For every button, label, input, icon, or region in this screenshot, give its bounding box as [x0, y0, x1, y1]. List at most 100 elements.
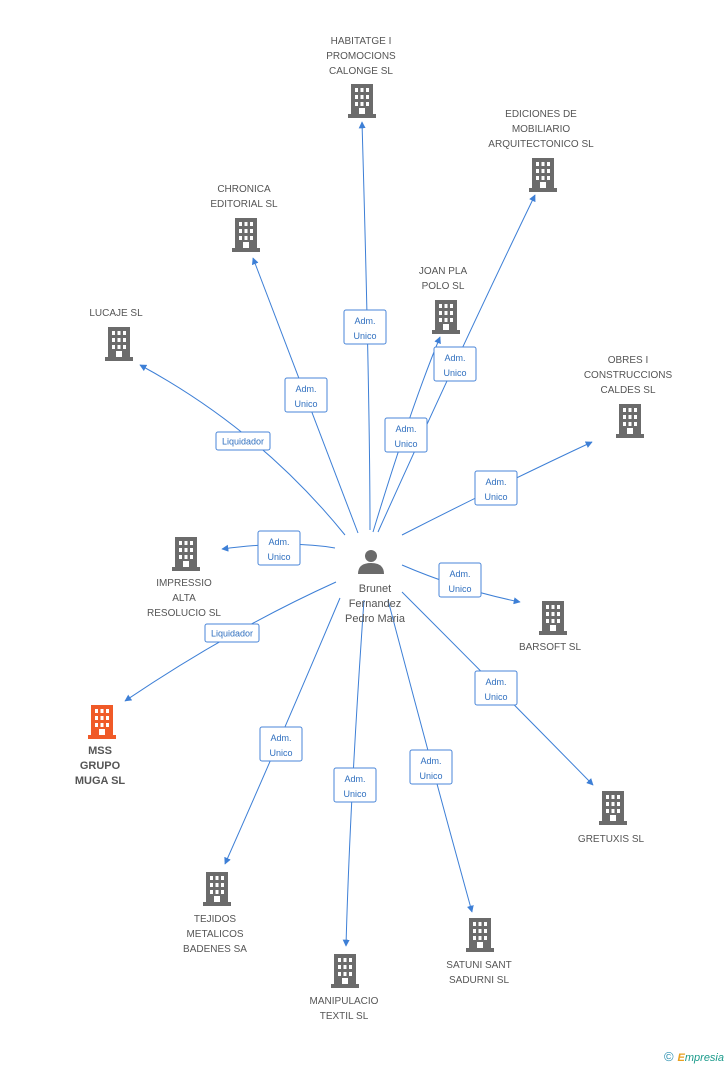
- role-text: Adm.: [354, 316, 375, 326]
- company-label: SATUNI SANT: [446, 960, 511, 971]
- company-label: TEXTIL SL: [320, 1011, 369, 1022]
- role-text: Unico: [394, 439, 417, 449]
- role-text: Unico: [343, 789, 366, 799]
- company-label: HABITATGE I: [331, 36, 392, 47]
- company-label: MSS: [88, 745, 112, 757]
- building-icon: [432, 300, 460, 334]
- company-label: CALDES SL: [600, 385, 655, 396]
- company-label: OBRES I: [608, 355, 649, 366]
- company-node-joanpla[interactable]: JOAN PLA POLO SL: [419, 266, 468, 334]
- role-text: Unico: [443, 368, 466, 378]
- company-label: BARSOFT SL: [519, 642, 581, 653]
- company-node-ediciones[interactable]: EDICIONES DE MOBILIARIO ARQUITECTONICO SL: [488, 109, 594, 192]
- role-badge-lucaje[interactable]: Liquidador: [215, 431, 271, 451]
- role-text: Unico: [269, 748, 292, 758]
- building-icon: [348, 84, 376, 118]
- role-badge-satuni[interactable]: Adm. Unico: [409, 749, 453, 785]
- company-node-habitatge[interactable]: HABITATGE I PROMOCIONS CALONGE SL: [326, 36, 396, 118]
- company-node-barsoft[interactable]: BARSOFT SL: [519, 601, 581, 653]
- role-text: Unico: [484, 692, 507, 702]
- company-label: PROMOCIONS: [326, 51, 396, 62]
- building-icon: [599, 791, 627, 825]
- role-badge-barsoft[interactable]: Adm. Unico: [438, 562, 482, 598]
- company-node-tejidos[interactable]: TEJIDOS METALICOS BADENES SA: [183, 872, 247, 955]
- role-badge-obres[interactable]: Adm. Unico: [474, 470, 518, 506]
- role-text: Adm.: [270, 733, 291, 743]
- edge-habitatge: [358, 121, 371, 531]
- role-text: Adm.: [444, 353, 465, 363]
- company-label: IMPRESSIO: [156, 578, 212, 589]
- company-label: EDITORIAL SL: [210, 199, 278, 210]
- company-node-satuni[interactable]: SATUNI SANT SADURNI SL: [446, 918, 512, 986]
- building-icon: [232, 218, 260, 252]
- role-text: Liquidador: [222, 437, 264, 447]
- company-node-impressio[interactable]: IMPRESSIO ALTA RESOLUCIO SL: [147, 537, 221, 619]
- role-badge-chronica[interactable]: Adm. Unico: [284, 377, 328, 413]
- role-text: Adm.: [449, 569, 470, 579]
- copyright-symbol: ©: [663, 1049, 674, 1064]
- company-node-gretuxis[interactable]: GRETUXIS SL: [578, 791, 645, 845]
- building-icon: [539, 601, 567, 635]
- company-label: MUGA SL: [75, 775, 126, 787]
- company-label: METALICOS: [186, 929, 243, 940]
- company-label: RESOLUCIO SL: [147, 608, 221, 619]
- role-text: Adm.: [344, 774, 365, 784]
- role-text: Adm.: [420, 756, 441, 766]
- building-icon: [203, 872, 231, 906]
- person-name: Pedro Maria: [345, 613, 406, 625]
- company-node-chronica[interactable]: CHRONICA EDITORIAL SL: [210, 184, 278, 252]
- brand-logo-initial: E: [677, 1052, 685, 1064]
- role-text: Unico: [419, 771, 442, 781]
- company-node-lucaje[interactable]: LUCAJE SL: [89, 308, 143, 361]
- role-badge-manipulacio[interactable]: Adm. Unico: [333, 767, 377, 803]
- role-text: Adm.: [485, 677, 506, 687]
- company-label: ARQUITECTONICO SL: [488, 139, 594, 150]
- company-label: GRUPO: [80, 760, 121, 772]
- company-label: SADURNI SL: [449, 975, 509, 986]
- company-label: CHRONICA: [217, 184, 271, 195]
- person-icon: [358, 550, 384, 574]
- role-text: Adm.: [295, 384, 316, 394]
- company-label: MANIPULACIO: [310, 996, 379, 1007]
- role-badge-gretuxis[interactable]: Adm. Unico: [474, 670, 518, 706]
- role-text: Unico: [448, 584, 471, 594]
- building-icon: [88, 705, 116, 739]
- company-label: MOBILIARIO: [512, 124, 571, 135]
- company-label: BADENES SA: [183, 944, 247, 955]
- building-icon: [466, 918, 494, 952]
- company-label: JOAN PLA: [419, 266, 468, 277]
- company-label: EDICIONES DE: [505, 109, 577, 120]
- footer-brand: ©Empresia: [664, 1049, 724, 1064]
- role-text: Unico: [484, 492, 507, 502]
- building-icon: [172, 537, 200, 571]
- company-label: CALONGE SL: [329, 66, 393, 77]
- company-label: LUCAJE SL: [89, 308, 143, 319]
- role-text: Adm.: [485, 477, 506, 487]
- building-icon: [529, 158, 557, 192]
- role-text: Unico: [294, 399, 317, 409]
- role-badge-tejidos[interactable]: Adm. Unico: [259, 726, 303, 762]
- role-text: Liquidador: [211, 629, 253, 639]
- company-label: TEJIDOS: [194, 914, 237, 925]
- building-icon: [331, 954, 359, 988]
- company-node-manipulacio[interactable]: MANIPULACIO TEXTIL SL: [310, 954, 379, 1022]
- person-name: Fernandez: [349, 598, 402, 610]
- role-text: Adm.: [395, 424, 416, 434]
- company-label: ALTA: [172, 593, 196, 604]
- role-badge-impressio[interactable]: Adm.Unico: [257, 530, 301, 566]
- company-node-mss[interactable]: MSS GRUPO MUGA SL: [75, 705, 126, 787]
- role-badge-joanpla[interactable]: Adm. Unico: [384, 417, 428, 453]
- role-badge-mss[interactable]: Liquidador: [204, 623, 260, 643]
- company-label: POLO SL: [422, 281, 465, 292]
- building-icon: [616, 404, 644, 438]
- role-badge-ediciones[interactable]: Adm. Unico: [433, 346, 477, 382]
- company-label: GRETUXIS SL: [578, 834, 645, 845]
- role-text: Adm.: [268, 537, 289, 547]
- person-name: Brunet: [359, 583, 391, 595]
- role-text: Unico: [353, 331, 376, 341]
- role-badge-habitatge[interactable]: Adm. Unico: [343, 309, 387, 345]
- brand-logo-text: mpresia: [684, 1052, 724, 1064]
